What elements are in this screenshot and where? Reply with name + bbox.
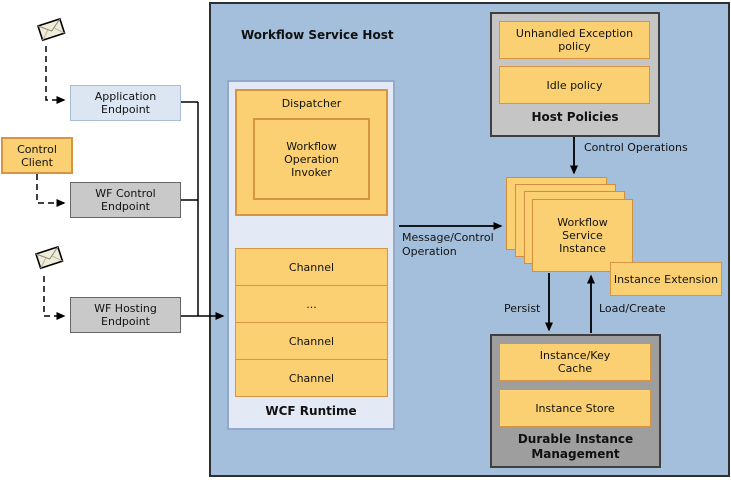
wf-control-endpoint-box: WF Control Endpoint: [70, 182, 181, 218]
workflow-operation-invoker-box: Workflow Operation Invoker: [253, 118, 370, 200]
message-control-operation-label: Message/Control Operation: [402, 231, 494, 258]
control-client-box: Control Client: [1, 137, 73, 174]
unhandled-exception-policy-box: Unhandled Exception policy: [499, 21, 650, 59]
control-operations-label: Control Operations: [584, 141, 688, 154]
persist-label: Persist: [504, 302, 541, 315]
dashed-arrow-wf-hosting-endpoint: [43, 276, 66, 320]
channel-box: Channel: [235, 322, 388, 360]
wf-hosting-endpoint-box: WF Hosting Endpoint: [70, 297, 181, 333]
instance-store-box: Instance Store: [499, 389, 651, 427]
channel-ellipsis-box: ...: [235, 285, 388, 323]
wcf-runtime-label: WCF Runtime: [265, 404, 357, 418]
application-endpoint-box: Application Endpoint: [70, 85, 181, 121]
instance-extension-box: Instance Extension: [610, 262, 722, 296]
dispatcher-label: Dispatcher: [281, 97, 342, 110]
durable-instance-management-label: Durable Instance Management: [517, 432, 634, 461]
envelope-icon: [36, 17, 66, 42]
envelope-icon: [34, 245, 64, 270]
workflow-service-instance-box: Workflow Service Instance: [532, 199, 633, 272]
host-policies-label: Host Policies: [531, 110, 619, 124]
load-create-label: Load/Create: [599, 302, 666, 315]
instance-key-cache-box: Instance/Key Cache: [499, 343, 651, 381]
dashed-arrow-wf-control-endpoint: [36, 174, 66, 207]
channel-box: Channel: [235, 359, 388, 397]
dashed-arrow-application-endpoint: [45, 46, 66, 104]
host-title: Workflow Service Host: [241, 28, 394, 42]
endpoint-junction-lines: [181, 101, 199, 316]
channel-box: Channel: [235, 248, 388, 286]
idle-policy-box: Idle policy: [499, 66, 650, 104]
